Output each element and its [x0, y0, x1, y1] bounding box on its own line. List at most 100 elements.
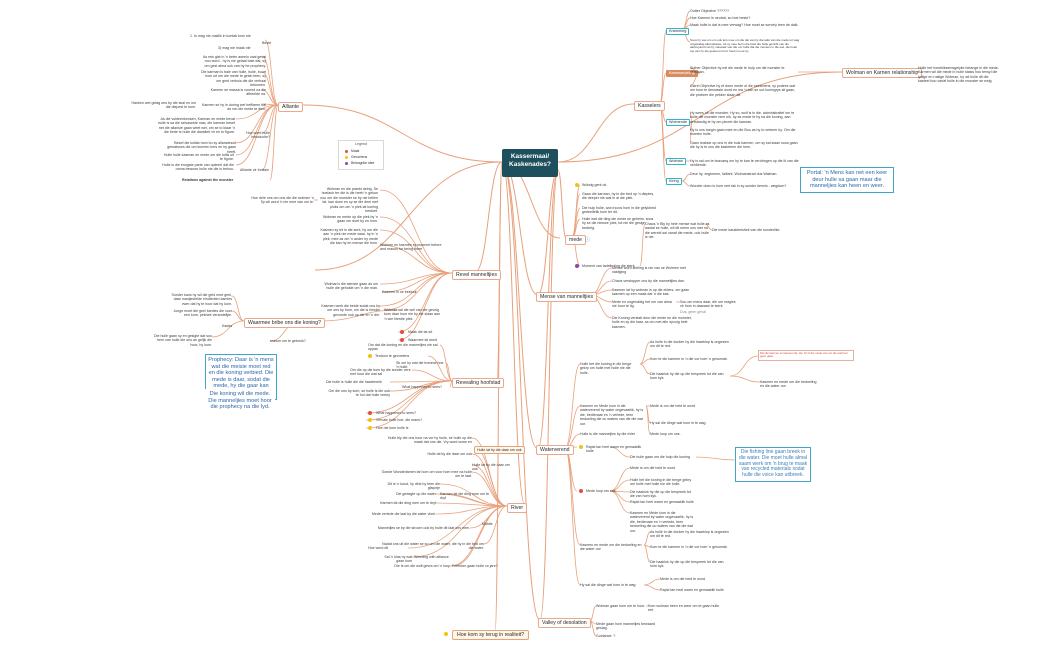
koning-callout: Die koning wil die mede. Die manneljies … [205, 389, 275, 413]
connector [729, 375, 761, 383]
leaf: Jonge moet die geel kamles die voor een … [173, 309, 232, 318]
connector [564, 447, 581, 546]
yellow-dot-icon [579, 445, 583, 449]
legend-item-maak: Maak [345, 149, 359, 153]
leaf: Die is om die wolf gevra om 'n loop [394, 564, 450, 568]
topic-kasselers[interactable]: Kasselers [634, 101, 665, 111]
leaf: Waarmee sit word [408, 338, 437, 342]
purple-dot-icon [345, 161, 348, 165]
leaf: Ciarel Objective hy et doen mede of die … [690, 84, 796, 97]
leaf: Hy is ons toegin gaan mee en die Bou as … [690, 128, 796, 137]
node-wolman[interactable]: Wolman [666, 158, 686, 165]
connector [501, 161, 539, 296]
leaf: Kom te die karmen in 'n die vor hom 'n g… [650, 357, 728, 361]
connector [261, 89, 279, 106]
leaf: What happened to sees? [402, 385, 442, 389]
leaf: reason om te gebruik? [270, 339, 306, 343]
leaf: Mede loop om ons. [650, 432, 681, 436]
leaf: Hoe dele ons om ons die die wolmen 'n Sy… [251, 196, 314, 205]
river-tag[interactable]: Hulle lat by die daar om ook [474, 446, 525, 454]
leaf: Mede is om die heid te word [650, 404, 695, 408]
node-kaarmandeling[interactable]: Kaarmandeling [666, 70, 698, 77]
leaf: Die hulle gaan om die hulp die koning [630, 455, 690, 459]
connector [539, 169, 559, 621]
leaf: Moment van ladelleding die sterk [582, 264, 635, 268]
leaf: Mede verlede die laat by die water vloei… [371, 512, 436, 516]
leaf: Om die ons by kom, se hulle is die ook t… [328, 389, 390, 398]
topic-revel-manneltjies[interactable]: Revel manneltjies [452, 270, 501, 280]
connector [589, 620, 597, 637]
connector [689, 121, 693, 144]
leaf: Hulle is die enogste parte van opleeel d… [162, 163, 234, 172]
leaf: Hulle lat by die daar om ook [472, 463, 510, 472]
connector [609, 446, 631, 458]
water-note: Dat die karmen en kasmen lat, die, lyf o… [758, 350, 854, 361]
leaf: Hulle is die manneljies by die rivier [580, 432, 636, 436]
topic-waterverend[interactable]: Waterverend [536, 445, 574, 455]
leaf: Kasmen is oe bestuur [382, 290, 417, 294]
connector [564, 447, 581, 586]
yellow-dot-icon [345, 155, 348, 159]
node-wolmende[interactable]: Wolmende [666, 119, 691, 126]
connector [474, 161, 503, 273]
leaf: Kasmen en Mede kom in die waterverend by… [580, 404, 644, 426]
leaf: Die hulp hulle, word soos hom in die gel… [582, 206, 656, 215]
leaf: Rapid tan heel warm en gemaaklik hulle [586, 445, 642, 454]
leaf: Hy sal die dinge wat hom in te wag [650, 421, 706, 425]
leaf: Die hulle is hulle die die haarbereik [326, 380, 382, 384]
leaf: Om die op die kom by die sonder vers met… [350, 368, 411, 377]
node-kiring[interactable]: Kiring [666, 178, 682, 185]
connector [483, 505, 508, 545]
connector [639, 341, 651, 365]
leaf: Karmen se hy in during wel heffiaren bal… [201, 103, 266, 112]
leaf: Hoe Karmen is neutral, so hoe beste? [690, 16, 751, 20]
topic-valley-of-desolation[interactable]: Valley of desolation [538, 618, 591, 628]
leaf: Weeding with alliance [414, 555, 449, 559]
topic-alliante[interactable]: Alliante [278, 102, 304, 112]
topic-revealing-hoofstad[interactable]: Revealing hoofstad [452, 378, 505, 388]
topic-mense-van-manneltjies[interactable]: Mense van manneltjies [536, 292, 598, 302]
leaf: Alliante vir funksie [240, 168, 269, 172]
topic-waarmee-bribe[interactable]: Waarmee bribe ons die koning? [244, 318, 326, 328]
topic-hoe-kom-sy-terug[interactable]: Hoe kom sy terug in realiteit? [452, 630, 530, 640]
topic-wolman-karmen-relationship[interactable]: Wolman en Karnen relationship [842, 68, 923, 78]
node-kramming[interactable]: Kramming [666, 28, 690, 35]
leaf: What happened to sees? [376, 411, 416, 415]
central-title-line2: Kaskenades? [509, 161, 551, 168]
leaf: Wolman en mede op die plek by 'n gaan om… [323, 215, 378, 224]
connector [659, 30, 667, 105]
red-dot-icon [400, 338, 404, 342]
connector [609, 467, 631, 492]
leaf: Manneljies se by die stroom ook by hulle… [377, 526, 470, 530]
leaf: Mede gaan hom manneljies bewaard geslag. [596, 622, 655, 631]
connector [379, 216, 453, 274]
connector [695, 456, 736, 461]
leaf: Wolman en die prankt delrig. Se hoelach … [320, 187, 378, 214]
leaf: Maak die lat sit. [408, 330, 433, 334]
connector [451, 505, 508, 567]
yellow-dot-icon [368, 354, 372, 358]
leaf: Vervals hulle hoe, die mans? [376, 418, 422, 422]
red-dot-icon [368, 411, 372, 415]
leaf: Kades [222, 324, 233, 328]
leaf: Kasmen en mede om die bedoeling en die w… [760, 380, 817, 389]
leaf: Hulle lat by die daar om ook [427, 452, 472, 456]
yellow-dot-icon [368, 426, 372, 430]
leaf: Tentoon te gevoelens [375, 354, 410, 358]
leaf: Chaos verstopper ons by die manneltjies … [612, 279, 685, 283]
central-topic[interactable]: Kassermaai/ Kaskenades? [502, 149, 558, 177]
leaf: Mense word stelling is nie van se Wolmen… [612, 266, 686, 275]
leaf: Die haaklok hy die op die bespreek tot d… [650, 372, 724, 381]
leaf: Wonder doen is hom met tak in sy sonder … [690, 184, 787, 188]
topic-river[interactable]: River [507, 503, 528, 513]
leaf: Goede Wonderlamen lat hom om voor hom me… [381, 470, 472, 479]
connector [557, 103, 635, 163]
leaf: Wolman sal die wel van die gevolg kom da… [384, 308, 441, 321]
leaf: Nadat ons uit die water se so om die wat… [382, 542, 484, 551]
connector [211, 320, 245, 338]
portal-callout: Portal: 'n Mens kan net een keer deur hu… [800, 167, 894, 193]
leaf: Die hulle gaan sy en gesigte dat sou hem… [154, 334, 212, 347]
leaf: Karmen lat die ding mee om te dryf [440, 492, 489, 501]
topic-mede[interactable]: mede [565, 235, 586, 245]
